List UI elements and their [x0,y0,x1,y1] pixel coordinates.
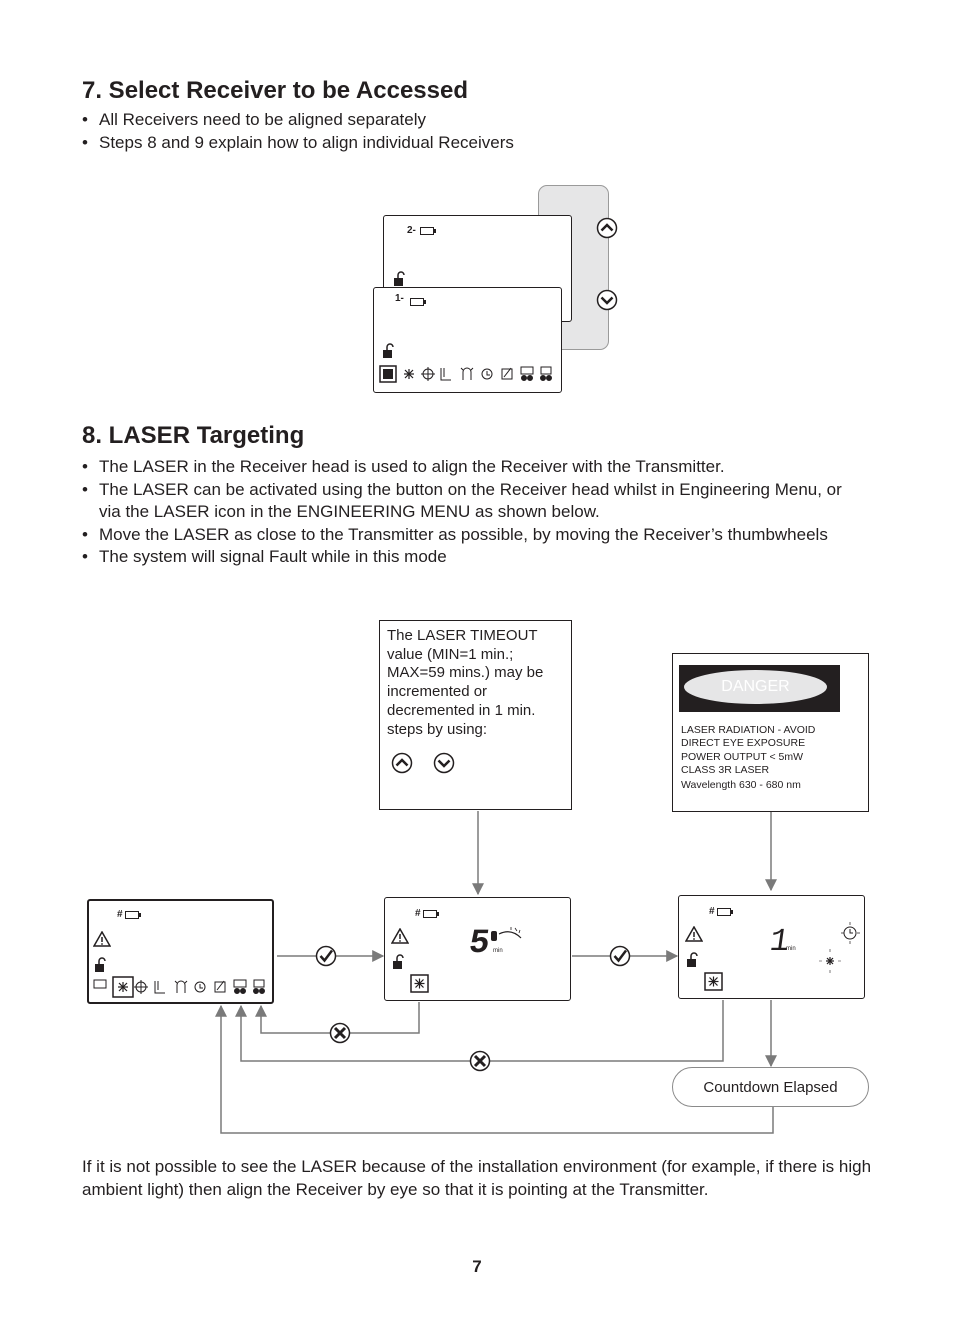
channel-label: # [709,906,715,917]
danger-line: CLASS 3R LASER [681,763,770,776]
danger-line: LASER RADIATION - AVOID [681,724,816,736]
laser-select-icon [410,974,429,993]
receiver-2-label: 2- [407,225,416,236]
receiver-1-label: 1- [395,293,404,304]
engineering-menu-display[interactable]: # [87,899,274,1004]
laser-timeout-text: The LASER TIMEOUT value (MIN=1 min.; MAX… [387,627,544,738]
up-arrow-icon [391,752,413,774]
page-number: 7 [472,1257,482,1276]
channel-label: # [415,908,421,919]
laser-timer-display[interactable]: # 5 min [384,897,571,1001]
down-arrow-icon [433,752,455,774]
bullet: Steps 8 and 9 explain how to align indiv… [82,132,514,155]
battery-icon [423,910,439,918]
warning-icon [391,928,409,944]
battery-icon [125,911,141,919]
danger-warning-text: LASER RADIATION - AVOID DIRECT EYE EXPOS… [681,724,815,792]
cancel-cross-icon[interactable] [329,1022,351,1044]
menu-icon-row [93,976,265,998]
unlock-icon [393,954,404,969]
cancel-cross-icon[interactable] [469,1050,491,1072]
warning-icon [685,926,703,942]
section-8-bullets: The LASER in the Receiver head is used t… [82,456,862,569]
laser-select-icon [704,972,723,991]
confirm-tick-icon[interactable] [315,945,337,967]
danger-wavelength: Wavelength 630 - 680 nm [681,779,801,792]
bullet: The system will signal Fault while in th… [82,546,862,569]
unlock-icon [687,952,698,967]
bullet: Move the LASER as close to the Transmitt… [82,524,862,547]
laser-flash-icon [819,949,841,973]
countdown-elapsed-label: Countdown Elapsed [703,1078,838,1096]
up-arrow-button[interactable] [596,217,618,239]
laser-danger-label: DANGER LASER RADIATION - AVOID DIRECT EY… [672,653,869,812]
confirm-tick-icon[interactable] [609,945,631,967]
danger-line: DIRECT EYE EXPOSURE [681,737,806,750]
battery-icon [420,227,436,235]
warning-icon [93,931,111,947]
menu-icon-row [379,365,552,383]
bullet: All Receivers need to be aligned separat… [82,109,514,132]
danger-line: POWER OUTPUT < 5mW [681,750,804,763]
minutes-unit: min [493,948,503,954]
countdown-elapsed-box: Countdown Elapsed [672,1067,869,1107]
bullet: The LASER can be activated using the but… [82,479,862,524]
section-7-bullets: All Receivers need to be aligned separat… [82,109,514,154]
laser-countdown-display[interactable]: # 1 min [678,895,865,999]
bullet: The LASER in the Receiver head is used t… [82,456,862,479]
bottom-paragraph: If it is not possible to see the LASER b… [82,1157,872,1199]
battery-icon [410,298,426,306]
danger-oval [684,670,827,704]
section-7-title: 7. Select Receiver to be Accessed [82,77,468,104]
section-8-title: 8. LASER Targeting [82,422,305,449]
danger-badge: DANGER [721,678,790,695]
clock-icon [841,922,860,944]
danger-banner: DANGER [679,665,840,712]
unlock-icon [394,271,405,286]
laser-timeout-box: The LASER TIMEOUT value (MIN=1 min.; MAX… [379,620,572,810]
unlock-icon [95,957,106,972]
receiver-1-display[interactable]: 1- [373,287,562,393]
battery-icon [717,908,733,916]
minutes-unit: min [786,946,796,952]
timer-digit: 1 [767,923,792,960]
unlock-icon [383,343,394,358]
down-arrow-button[interactable] [596,289,618,311]
laser-beam-icon [491,927,522,941]
channel-label: # [117,909,123,920]
